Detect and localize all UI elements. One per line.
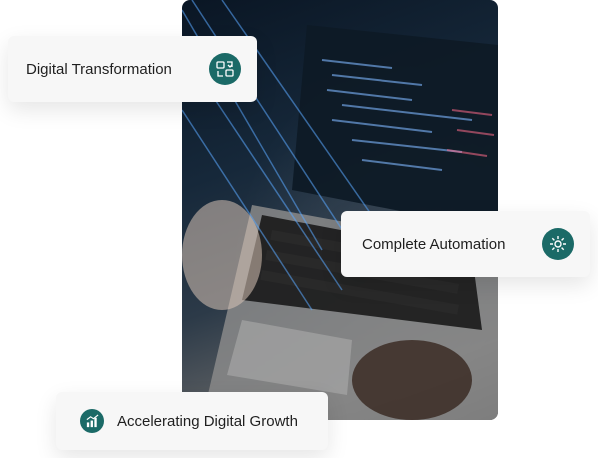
card-accelerating-digital-growth: Accelerating Digital Growth xyxy=(56,392,328,450)
growth-chart-icon xyxy=(80,409,104,433)
digital-transformation-icon xyxy=(209,53,241,85)
card-label: Accelerating Digital Growth xyxy=(117,412,298,430)
automation-gear-icon xyxy=(542,228,574,260)
card-label: Digital Transformation xyxy=(26,60,172,78)
card-complete-automation: Complete Automation xyxy=(341,211,590,277)
card-label: Complete Automation xyxy=(362,235,506,253)
card-digital-transformation: Digital Transformation xyxy=(8,36,257,102)
